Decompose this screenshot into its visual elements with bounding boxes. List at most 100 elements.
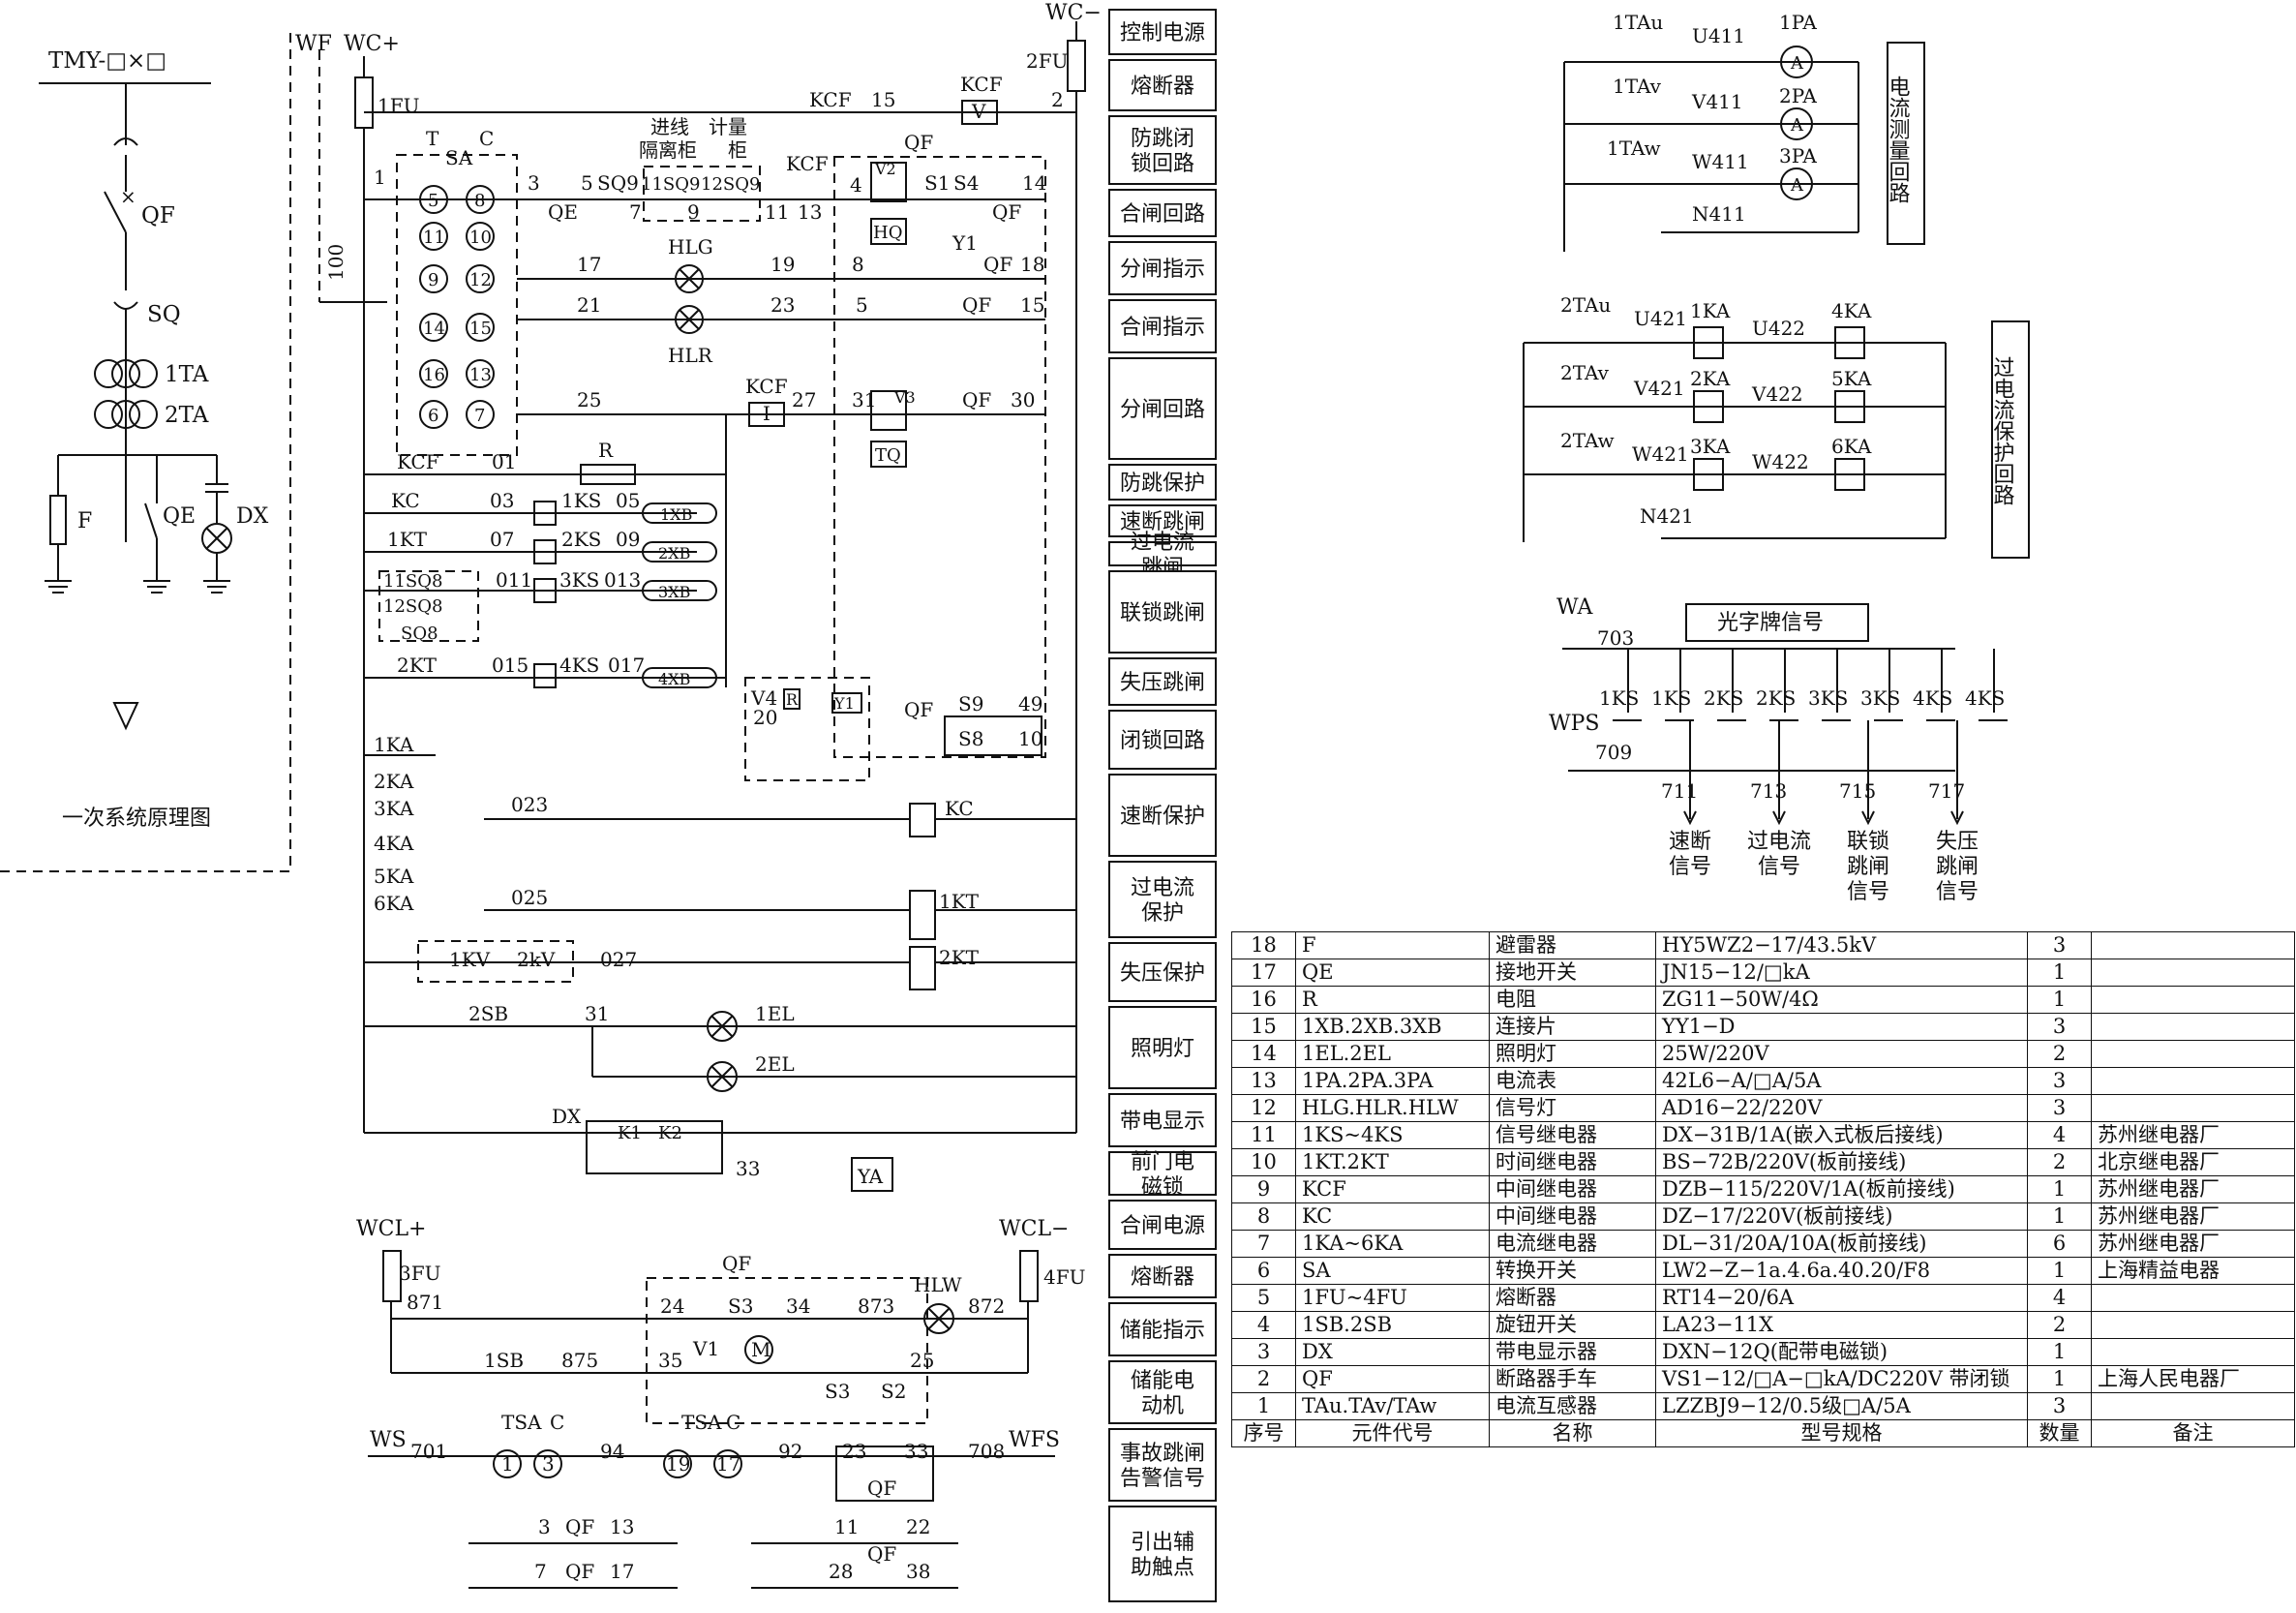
4ks-label: 4KS bbox=[559, 654, 599, 677]
table-cell bbox=[2091, 1311, 2295, 1339]
sa-t-label: T bbox=[426, 127, 439, 150]
w421-label: W421 bbox=[1632, 442, 1689, 466]
table-cell: 1PA.2PA.3PA bbox=[1295, 1067, 1490, 1095]
table-cell bbox=[2091, 1013, 2295, 1041]
u411-label: U411 bbox=[1692, 24, 1745, 47]
1tau-label: 1TAu bbox=[1613, 11, 1663, 34]
func-cell bbox=[1108, 1428, 1217, 1502]
signal-ks-label: 2KS bbox=[1704, 686, 1743, 710]
func-label: 闭锁回路 bbox=[1120, 729, 1205, 753]
w411-label: W411 bbox=[1692, 150, 1749, 173]
signal-out-label: 跳闸 bbox=[1936, 855, 1979, 879]
hlw-label: HLW bbox=[914, 1273, 962, 1296]
table-cell: 2 bbox=[1231, 1365, 1296, 1393]
tsa2-label: TSA bbox=[681, 1411, 722, 1434]
table-header-cell: 元件代号 bbox=[1295, 1419, 1490, 1447]
func-label: 合闸回路 bbox=[1120, 202, 1205, 227]
signal-out-number: 717 bbox=[1928, 779, 1965, 803]
wire-708: 708 bbox=[968, 1440, 1005, 1463]
table-cell: 3 bbox=[2027, 1094, 2092, 1122]
table-cell bbox=[2091, 1067, 2295, 1095]
primary-system: TMY-□×□ × QF SQ 1TA 2TA F QE DX bbox=[0, 27, 291, 872]
wire-017: 017 bbox=[608, 654, 645, 677]
table-cell: 1 bbox=[2027, 1257, 2092, 1285]
func-cell bbox=[1108, 1254, 1217, 1298]
table-cell: 13 bbox=[1231, 1067, 1296, 1095]
table-cell: 1 bbox=[2027, 1175, 2092, 1203]
1ks-label: 1KS bbox=[561, 489, 601, 512]
wire-23b: 23 bbox=[842, 1440, 866, 1463]
prot-1ka: 1KA bbox=[1690, 299, 1731, 322]
table-cell: 1 bbox=[2027, 959, 2092, 987]
wire-027: 027 bbox=[600, 948, 637, 971]
table-cell: 12 bbox=[1231, 1094, 1296, 1122]
table-cell bbox=[2091, 1040, 2295, 1068]
table-cell: DZB−115/220V/1A(板前接线) bbox=[1655, 1175, 2028, 1203]
qe-contact-label: QE bbox=[548, 200, 578, 224]
table-cell: 3 bbox=[1231, 1338, 1296, 1366]
wire-11: 11 bbox=[765, 200, 789, 224]
sa-contact-7: 7 bbox=[474, 406, 485, 426]
hlg-label: HLG bbox=[668, 235, 713, 259]
u421-label: U421 bbox=[1634, 307, 1687, 330]
bus-wc-plus-label: WC+ bbox=[344, 32, 400, 56]
func-cell bbox=[1108, 299, 1217, 353]
wire-703: 703 bbox=[1597, 626, 1634, 650]
c2-label: C bbox=[726, 1411, 740, 1434]
wire-4: 4 bbox=[850, 173, 862, 197]
wire-14: 14 bbox=[1022, 171, 1046, 195]
wire-1: 1 bbox=[374, 166, 386, 189]
aux-qf-2: QF bbox=[565, 1560, 594, 1583]
motor-m-label: M bbox=[751, 1338, 770, 1361]
func-label: 防跳保护 bbox=[1120, 472, 1205, 496]
sa-contact-16: 16 bbox=[423, 365, 445, 385]
2ks-label: 2KS bbox=[561, 528, 601, 551]
func-cell bbox=[1108, 942, 1217, 1002]
func-label: 储能指示 bbox=[1120, 1319, 1205, 1343]
2tav-label: 2TAv bbox=[1560, 361, 1610, 384]
n411-label: N411 bbox=[1692, 202, 1746, 226]
qf-30-label: QF bbox=[962, 388, 991, 411]
primary-qe-label: QE bbox=[163, 504, 196, 529]
wire-13: 13 bbox=[798, 200, 822, 224]
sa-contact-circle bbox=[466, 359, 495, 388]
sa-17: 17 bbox=[716, 1452, 740, 1476]
dx-label: DX bbox=[552, 1105, 582, 1128]
func-cell bbox=[1108, 710, 1217, 770]
wire-013: 013 bbox=[604, 568, 641, 592]
table-cell: 时间继电器 bbox=[1489, 1148, 1656, 1176]
hq-coil-label: HQ bbox=[873, 223, 902, 243]
sa-contact-circle bbox=[419, 264, 448, 293]
qf-storage-label: QF bbox=[722, 1252, 751, 1275]
aux-qf-3: QF bbox=[867, 1542, 896, 1566]
table-cell: 中间继电器 bbox=[1489, 1202, 1656, 1231]
1el-label: 1EL bbox=[755, 1002, 795, 1025]
wire-31b: 31 bbox=[585, 1002, 609, 1025]
table-cell bbox=[2091, 1284, 2295, 1312]
s1-label: S1 bbox=[924, 171, 950, 195]
func-cell bbox=[1108, 1006, 1217, 1089]
table-cell: 10 bbox=[1231, 1148, 1296, 1176]
wire-23: 23 bbox=[770, 293, 795, 317]
meas-label: 电流测量回路 bbox=[1886, 76, 1911, 203]
primary-1ta-label: 1TA bbox=[165, 362, 209, 387]
2sb-label: 2SB bbox=[468, 1002, 508, 1025]
wire-100: 100 bbox=[324, 244, 347, 281]
aux-11: 11 bbox=[834, 1515, 859, 1538]
table-cell: QF bbox=[1295, 1365, 1490, 1393]
1kv-label: 1KV bbox=[449, 948, 491, 971]
primary-caption: 一次系统原理图 bbox=[62, 806, 211, 831]
s8-label: S8 bbox=[958, 727, 983, 750]
table-cell: KC bbox=[1295, 1202, 1490, 1231]
wire-05: 05 bbox=[616, 489, 640, 512]
wps-label: WPS bbox=[1549, 712, 1600, 736]
wire-10: 10 bbox=[1018, 727, 1042, 750]
func-cell bbox=[1108, 1200, 1217, 1250]
func-label: 动机 bbox=[1141, 1394, 1184, 1418]
k2-label: K2 bbox=[658, 1123, 682, 1143]
